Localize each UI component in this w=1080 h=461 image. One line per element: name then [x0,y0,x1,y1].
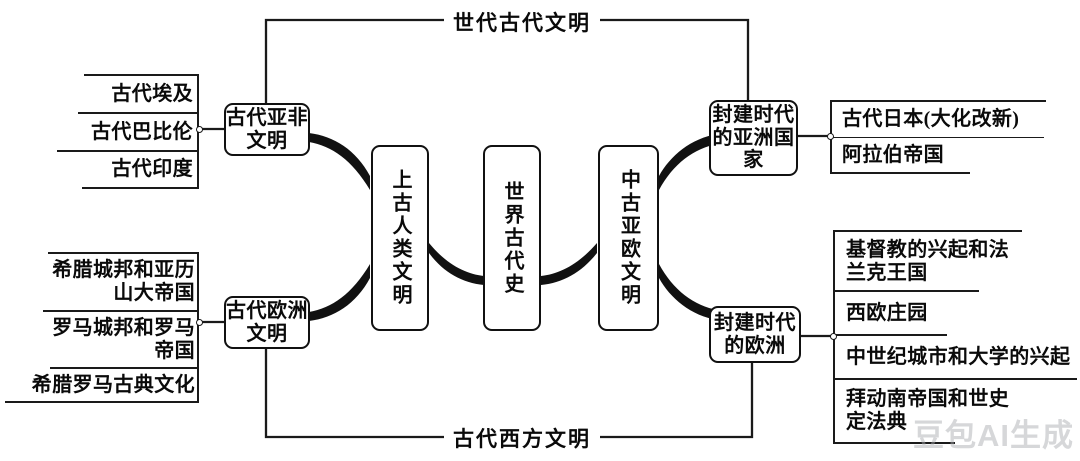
node-world-ancient-history[interactable]: 世界古代史 [483,145,541,331]
group-rule-1 [833,290,979,292]
group-rule-bottom [830,172,970,174]
group-rule-top [833,230,1022,232]
list-item[interactable]: 西欧庄园 [846,301,928,324]
list-item[interactable]: 希腊罗马古典文化 [31,373,195,396]
list-item[interactable]: 希腊城邦和亚历山大帝国 [52,259,195,304]
group-rule-2 [833,334,947,336]
group-connector-dot-feudal-europe [830,333,837,340]
group-connector-dot-feudal-asia [827,133,834,140]
node-ancient-europe-label: 古代欧洲文明 [226,300,308,345]
group-rule-1 [43,310,199,312]
list-item[interactable]: 中世纪城市和大学的兴起 [846,345,1071,368]
node-ancient-human-civilization[interactable]: 上古人类文明 [371,145,429,331]
group-connector-dot-asia-africa [196,126,203,133]
list-item[interactable]: 罗马城邦和罗马帝国 [52,316,195,362]
group-rule-bottom [833,442,955,444]
group-spine [197,252,199,402]
list-item[interactable]: 古代巴比伦 [91,120,193,143]
list-item[interactable]: 基督教的兴起和法兰克王国 [846,239,1010,284]
group-rule-3 [833,378,1077,380]
group-rule-bottom [82,187,199,189]
group-rule-2 [57,150,199,152]
group-rule-1 [830,137,1044,138]
bottom-banner-label: 古代西方文明 [444,423,600,453]
group-connector-dot-ancient-europe [196,319,203,326]
group-rule-1 [78,112,199,114]
group-rule-top [84,74,199,76]
node-ancient-europe[interactable]: 古代欧洲文明 [224,296,310,349]
group-rule-2 [50,367,199,369]
node-ancient-asia-africa[interactable]: 古代亚非文明 [224,103,310,156]
node-medieval-asia-europe[interactable]: 中古亚欧文明 [598,145,659,331]
node-feudal-asian-states[interactable]: 封建时代的亚洲国家 [709,100,798,176]
list-item[interactable]: 古代埃及 [111,82,193,105]
watermark-label: 豆包AI生成 [913,418,1074,453]
group-rule-top [48,252,199,254]
group-feudal-asia: 古代日本(大化改新) 阿拉伯帝国 [830,100,1046,174]
group-ancient-asia-africa: 古代埃及 古代巴比伦 古代印度 [57,74,199,189]
group-ancient-europe: 希腊城邦和亚历山大帝国 罗马城邦和罗马帝国 希腊罗马古典文化 [5,252,199,403]
top-banner-label: 世代古代文明 [444,7,600,37]
node-ancient-asia-africa-label: 古代亚非文明 [226,107,308,152]
node-feudal-asian-states-label: 封建时代的亚洲国家 [712,104,795,172]
node-feudal-europe-label: 封建时代的欧洲 [714,312,796,357]
group-rule-top [830,100,1046,102]
list-item[interactable]: 古代印度 [111,158,193,180]
node-feudal-europe[interactable]: 封建时代的欧洲 [709,306,801,363]
list-item[interactable]: 古代日本(大化改新) [842,107,1020,130]
list-item[interactable]: 拜动南帝国和世史定法典 [846,388,1010,433]
group-rule-bottom [5,401,199,403]
list-item[interactable]: 阿拉伯帝国 [842,144,944,166]
